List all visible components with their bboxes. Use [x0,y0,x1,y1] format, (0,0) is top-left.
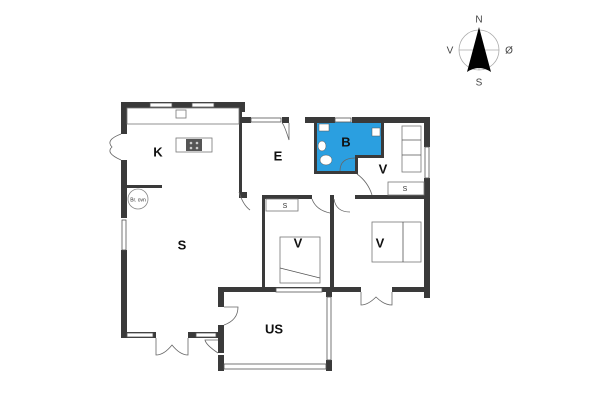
storage-2-label: S [403,186,408,193]
room-label-bedroom-mid: V [294,235,303,250]
sink-icon [175,109,187,119]
windows [121,102,430,370]
doors [109,122,393,356]
bed-icon [279,236,321,284]
storage-2-box [387,181,425,196]
toilet-icon [319,154,333,166]
bedroom-mid-furniture: S [265,198,321,284]
stove-label: Br. ovn [130,197,146,203]
room-label-bedroom-east: V [376,235,385,250]
bedroom-ne-furniture: S [387,125,425,196]
compass-south: S [476,78,483,89]
bedroom-east-furniture [371,221,422,263]
compass-east: Ø [505,46,513,57]
bed-icon [371,221,422,263]
stove-icon [127,188,149,210]
bathroom-fixtures [317,123,381,166]
bathroom-floor [317,122,381,172]
room-label-bathroom: B [341,134,350,149]
storage-1-label: S [283,203,288,210]
kitchen-counter [126,107,240,125]
compass-north: N [475,15,482,26]
room-label-utility: US [265,321,283,336]
washbasin-icon [371,127,381,137]
room-label-bedroom-ne: V [379,161,388,176]
compass-west: V [447,46,454,57]
room-label-entrance: E [274,148,283,163]
shower-icon [317,140,327,152]
room-label-living: S [178,237,187,252]
room-label-kitchen: K [153,144,163,159]
compass: N S V Ø [447,15,513,89]
kitchen-island [175,137,213,153]
sink-icon [318,123,330,132]
wood-stove: Br. ovn [127,188,149,210]
north-arrow-icon [467,27,491,72]
cooktop-icon [186,139,202,151]
storage-1-box [265,198,299,212]
